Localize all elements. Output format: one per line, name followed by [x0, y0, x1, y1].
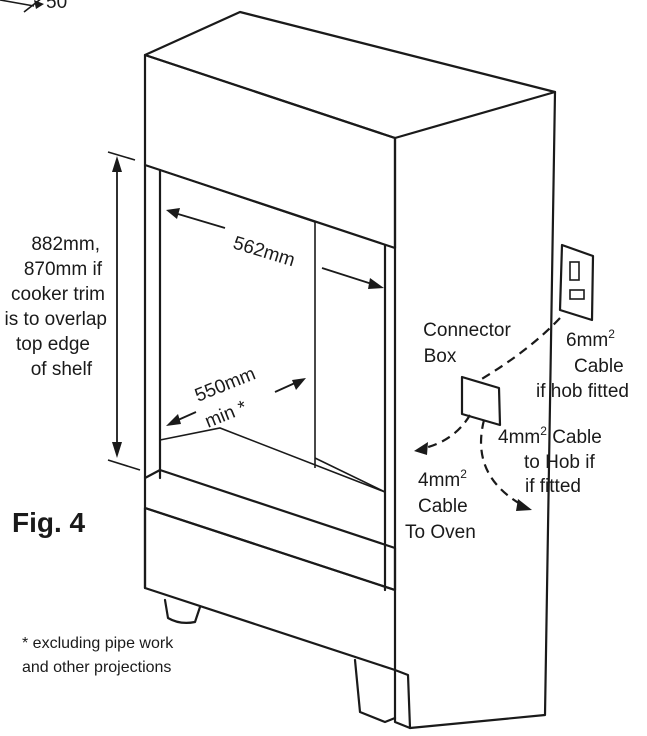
- oven-cable-line-2: To Oven: [405, 522, 476, 543]
- left-foot: [163, 598, 202, 624]
- footnote-line-1: * excluding pipe work: [22, 635, 174, 652]
- top-dimension-fragment-label: 50: [46, 0, 67, 13]
- figure-label: Fig. 4: [12, 507, 86, 538]
- cable-to-oven: [424, 414, 471, 450]
- socket-outlet-icon: [569, 289, 585, 300]
- front-foot: [353, 658, 397, 724]
- oven-cable-line-1: Cable: [418, 496, 468, 517]
- depth-dimension-line-1: 550mm: [192, 363, 259, 406]
- connector-box-label: Connector Box: [423, 320, 511, 367]
- cable-to-oven-arrowhead: [414, 442, 428, 455]
- cable-to-hob-arrowhead: [516, 499, 532, 511]
- socket-switch-icon: [569, 261, 580, 281]
- height-dimension-label: 882mm, 870mm if cooker trim is to overla…: [5, 234, 107, 380]
- connector-box-label-line-2: Box: [424, 346, 457, 367]
- cable-to-hob: [479, 419, 523, 506]
- height-label-line-3: cooker trim: [11, 284, 105, 305]
- shelf-top: [159, 427, 386, 493]
- footnote-line-2: and other projections: [22, 659, 171, 676]
- hob-supply-cable-line-1: Cable: [574, 356, 624, 377]
- height-label-line-1: 882mm,: [31, 234, 100, 255]
- hob-cable-label: 4mm2 Cable to Hob if if fitted: [498, 424, 602, 497]
- oven-cable-size: 4mm2: [418, 467, 467, 491]
- right-side-panel: [408, 90, 557, 730]
- height-label-line-2: 870mm if: [24, 259, 103, 280]
- hob-supply-cable-size: 6mm2: [566, 327, 615, 351]
- oven-cable-label: 4mm2 Cable To Oven: [405, 467, 476, 543]
- height-label-line-6: of shelf: [31, 359, 93, 380]
- height-label-line-4: is to overlap: [5, 309, 107, 330]
- connector-box-icon: [460, 375, 502, 427]
- footnote: * excluding pipe work and other projecti…: [22, 635, 174, 676]
- hob-cable-size: 4mm2 Cable: [498, 424, 602, 448]
- hob-cable-line-1: to Hob if: [524, 452, 595, 473]
- width-dimension-label: 562mm: [231, 233, 298, 272]
- width-dimension: 562mm: [166, 208, 384, 289]
- hob-cable-line-2: if fitted: [525, 476, 581, 497]
- bottom-front-panel: [143, 506, 397, 672]
- socket-plate: [558, 243, 595, 322]
- connector-box: [460, 375, 502, 427]
- height-dimension: [107, 151, 141, 471]
- depth-dimension: 550mm min *: [166, 363, 306, 433]
- wall-socket: [558, 243, 595, 322]
- cable-routes: [414, 317, 561, 511]
- hob-supply-cable-line-2: if hob fitted: [536, 381, 629, 402]
- cabinet-outline: [143, 10, 557, 730]
- top-dimension-fragment: 50: [0, 0, 67, 13]
- connector-box-label-line-1: Connector: [423, 320, 511, 341]
- right-foot: [393, 668, 412, 730]
- hob-supply-cable-label: 6mm2 Cable if hob fitted: [536, 327, 629, 402]
- top-front-panel: [143, 53, 397, 250]
- shelf-edge: [143, 468, 397, 592]
- height-label-line-5: top edge: [16, 334, 90, 355]
- cable-hob-supply: [479, 317, 561, 381]
